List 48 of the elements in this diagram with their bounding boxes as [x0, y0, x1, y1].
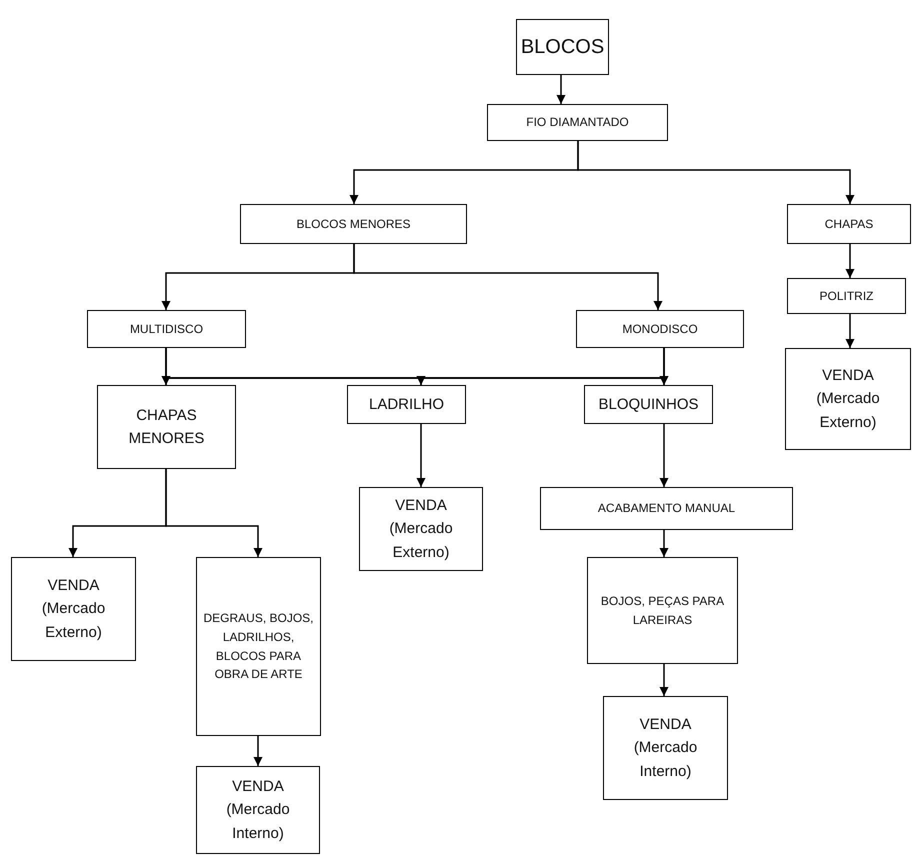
box-label: ACABAMENTO MANUAL	[598, 500, 736, 518]
process-box	[359, 487, 483, 571]
process-box	[487, 104, 668, 141]
box-label: CHAPAS	[824, 216, 874, 233]
arrow	[254, 736, 262, 766]
process-box	[787, 278, 906, 314]
arrow	[846, 314, 854, 348]
process-box	[196, 766, 320, 854]
box-label: LADRILHO	[368, 394, 444, 415]
box-label: POLITRIZ	[819, 288, 874, 305]
arrow	[660, 424, 668, 487]
box-label: VENDA (Mercado Externo)	[815, 366, 881, 433]
arrow	[416, 424, 426, 487]
box-label: BLOCOS MENORES	[296, 216, 411, 233]
process-box	[785, 348, 911, 450]
box-label: BOJOS, PEÇAS PARA LAREIRAS	[600, 592, 726, 628]
process-box	[87, 310, 246, 348]
box-label: CHAPAS MENORES	[128, 406, 206, 449]
process-box	[240, 204, 467, 244]
process-box	[196, 557, 321, 736]
process-box	[97, 385, 236, 469]
arrow	[660, 664, 668, 696]
box-label: VENDA (Mercado Externo)	[40, 576, 106, 643]
arrow	[556, 75, 566, 104]
process-box	[787, 204, 911, 244]
box-label: BLOCOS	[520, 34, 604, 60]
box-label: FIO DIAMANTADO	[526, 114, 629, 132]
box-label: VENDA (Mercado Externo)	[388, 496, 454, 563]
process-box	[516, 19, 609, 75]
arrow	[660, 348, 668, 385]
arrow	[165, 469, 262, 557]
box-label: VENDA (Mercado Interno)	[632, 715, 698, 782]
process-box	[11, 557, 136, 661]
box-label: VENDA (Mercado Interno)	[225, 777, 291, 844]
arrow	[353, 244, 662, 310]
process-box	[587, 557, 738, 664]
box-label: MONODISCO	[622, 320, 698, 338]
process-box	[603, 696, 728, 800]
box-label: MULTIDISCO	[130, 320, 204, 338]
process-box	[576, 310, 744, 348]
process-box	[347, 385, 466, 424]
arrow	[846, 244, 854, 278]
process-box	[540, 487, 793, 530]
arrow	[577, 141, 854, 204]
process-box	[584, 385, 713, 424]
arrow	[660, 530, 668, 557]
box-label: BLOQUINHOS	[598, 394, 699, 415]
box-label: DEGRAUS, BOJOS, LADRILHOS, BLOCOS PARA OBRA DE ARTE	[202, 610, 315, 684]
